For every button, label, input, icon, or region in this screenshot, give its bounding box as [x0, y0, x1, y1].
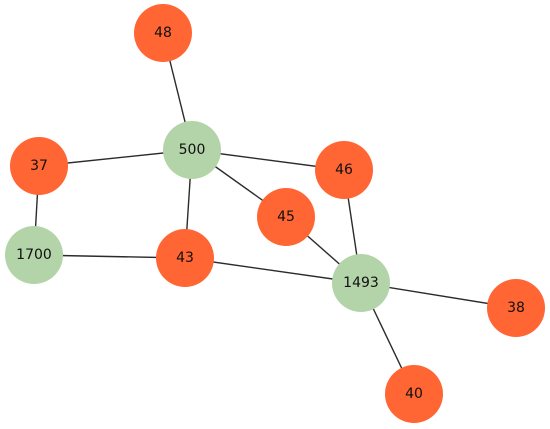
node-label-46: 46 [335, 162, 353, 178]
node-circle-46 [315, 141, 373, 199]
node-label-1493: 1493 [343, 275, 379, 291]
node-label-48: 48 [154, 25, 172, 41]
node-label-1700: 1700 [16, 247, 52, 263]
node-circle-38 [487, 279, 545, 337]
node-38: 38 [487, 279, 545, 337]
node-circle-500 [163, 121, 221, 179]
node-circle-37 [10, 137, 68, 195]
node-circle-1493 [332, 254, 390, 312]
node-circle-1700 [5, 226, 63, 284]
node-circle-43 [156, 229, 214, 287]
node-label-38: 38 [507, 300, 525, 316]
node-500: 500 [163, 121, 221, 179]
node-circle-45 [257, 188, 315, 246]
node-label-40: 40 [405, 386, 423, 402]
node-40: 40 [385, 365, 443, 423]
node-1493: 1493 [332, 254, 390, 312]
node-48: 48 [134, 4, 192, 62]
node-label-45: 45 [277, 209, 295, 225]
node-45: 45 [257, 188, 315, 246]
node-37: 37 [10, 137, 68, 195]
node-label-500: 500 [179, 142, 206, 158]
node-43: 43 [156, 229, 214, 287]
node-circle-40 [385, 365, 443, 423]
node-46: 46 [315, 141, 373, 199]
node-label-37: 37 [30, 158, 48, 174]
graph-nodes: 48 500 37 46 45 1700 43 1493 38 40 [5, 4, 545, 423]
node-circle-48 [134, 4, 192, 62]
edge-43-1493 [184, 257, 362, 284]
node-1700: 1700 [5, 226, 63, 284]
node-label-43: 43 [176, 250, 194, 266]
